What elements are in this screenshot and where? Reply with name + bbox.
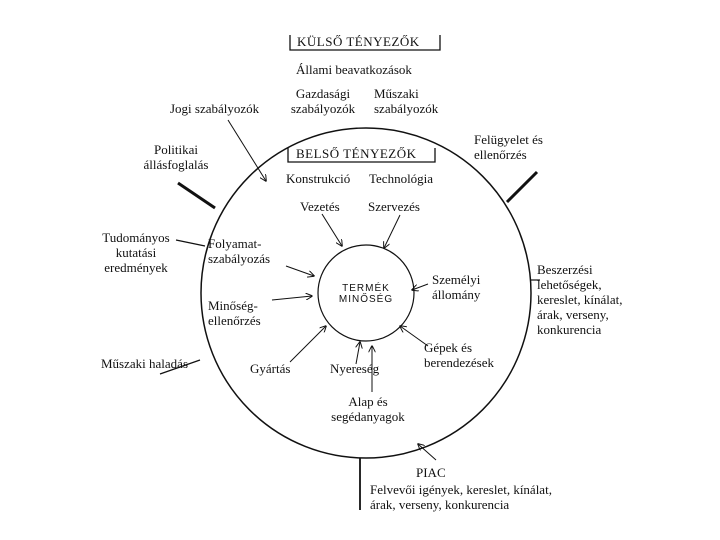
internal-header-bracket (287, 148, 436, 163)
procurement-options: Beszerzési lehetőségek, kereslet, kínála… (537, 262, 623, 337)
process-arrow (285, 265, 314, 276)
tech-progress-line (159, 359, 201, 375)
machines-equipment: Gépek és berendezések (424, 340, 495, 370)
market-arrow (418, 444, 437, 461)
organization: Szervezés (368, 199, 420, 214)
internal-header: BELSŐ TÉNYEZŐK (296, 146, 417, 161)
supervision-line (505, 170, 539, 204)
technical-progress: Műszaki haladás (101, 356, 189, 371)
production-arrow (289, 326, 326, 363)
external-header-bracket (289, 35, 441, 51)
quality-control: Minőség- ellenőrzés (208, 298, 261, 328)
construction: Konstrukció (286, 171, 351, 186)
management-arrow (321, 213, 342, 246)
political-line (177, 181, 216, 210)
profit: Nyereség (330, 361, 380, 376)
outer-circle (200, 127, 532, 459)
political-stance: Politikai állásfoglalás (143, 142, 209, 172)
organization-arrow (384, 214, 401, 248)
market-title: PIAC (416, 465, 446, 480)
process-regulation: Folyamat- szabályozás (208, 236, 271, 266)
legal-regulators: Jogi szabályozók (170, 101, 260, 116)
supervision-control: Felügyelet és ellenőrzés (474, 132, 543, 162)
technical-regulators: Műszaki szabályozók (374, 86, 439, 116)
management: Vezetés (300, 199, 340, 214)
personnel: Személyi állomány (432, 272, 481, 302)
quality-arrow (271, 296, 312, 301)
product-quality: TERMÉK MINŐSÉG (338, 283, 394, 305)
scientific-results: Tudományos kutatási eredmények (102, 230, 170, 275)
external-header: KÜLSŐ TÉNYEZŐK (297, 34, 420, 49)
personnel-arrow (412, 283, 429, 290)
inner-circle (317, 244, 415, 342)
science-line (175, 239, 206, 247)
state-interventions: Állami beavatkozások (296, 62, 412, 77)
legal-arrow (227, 119, 266, 181)
raw-materials: Alap és segédanyagok (331, 394, 405, 424)
machines-arrow (400, 326, 429, 347)
profit-arrow (356, 342, 360, 365)
economic-regulators: Gazdasági szabályozók (290, 86, 356, 116)
production: Gyártás (250, 361, 291, 376)
technology: Technológia (369, 171, 434, 186)
market-demands: Felvevői igények, kereslet, kínálat, ára… (370, 482, 552, 512)
